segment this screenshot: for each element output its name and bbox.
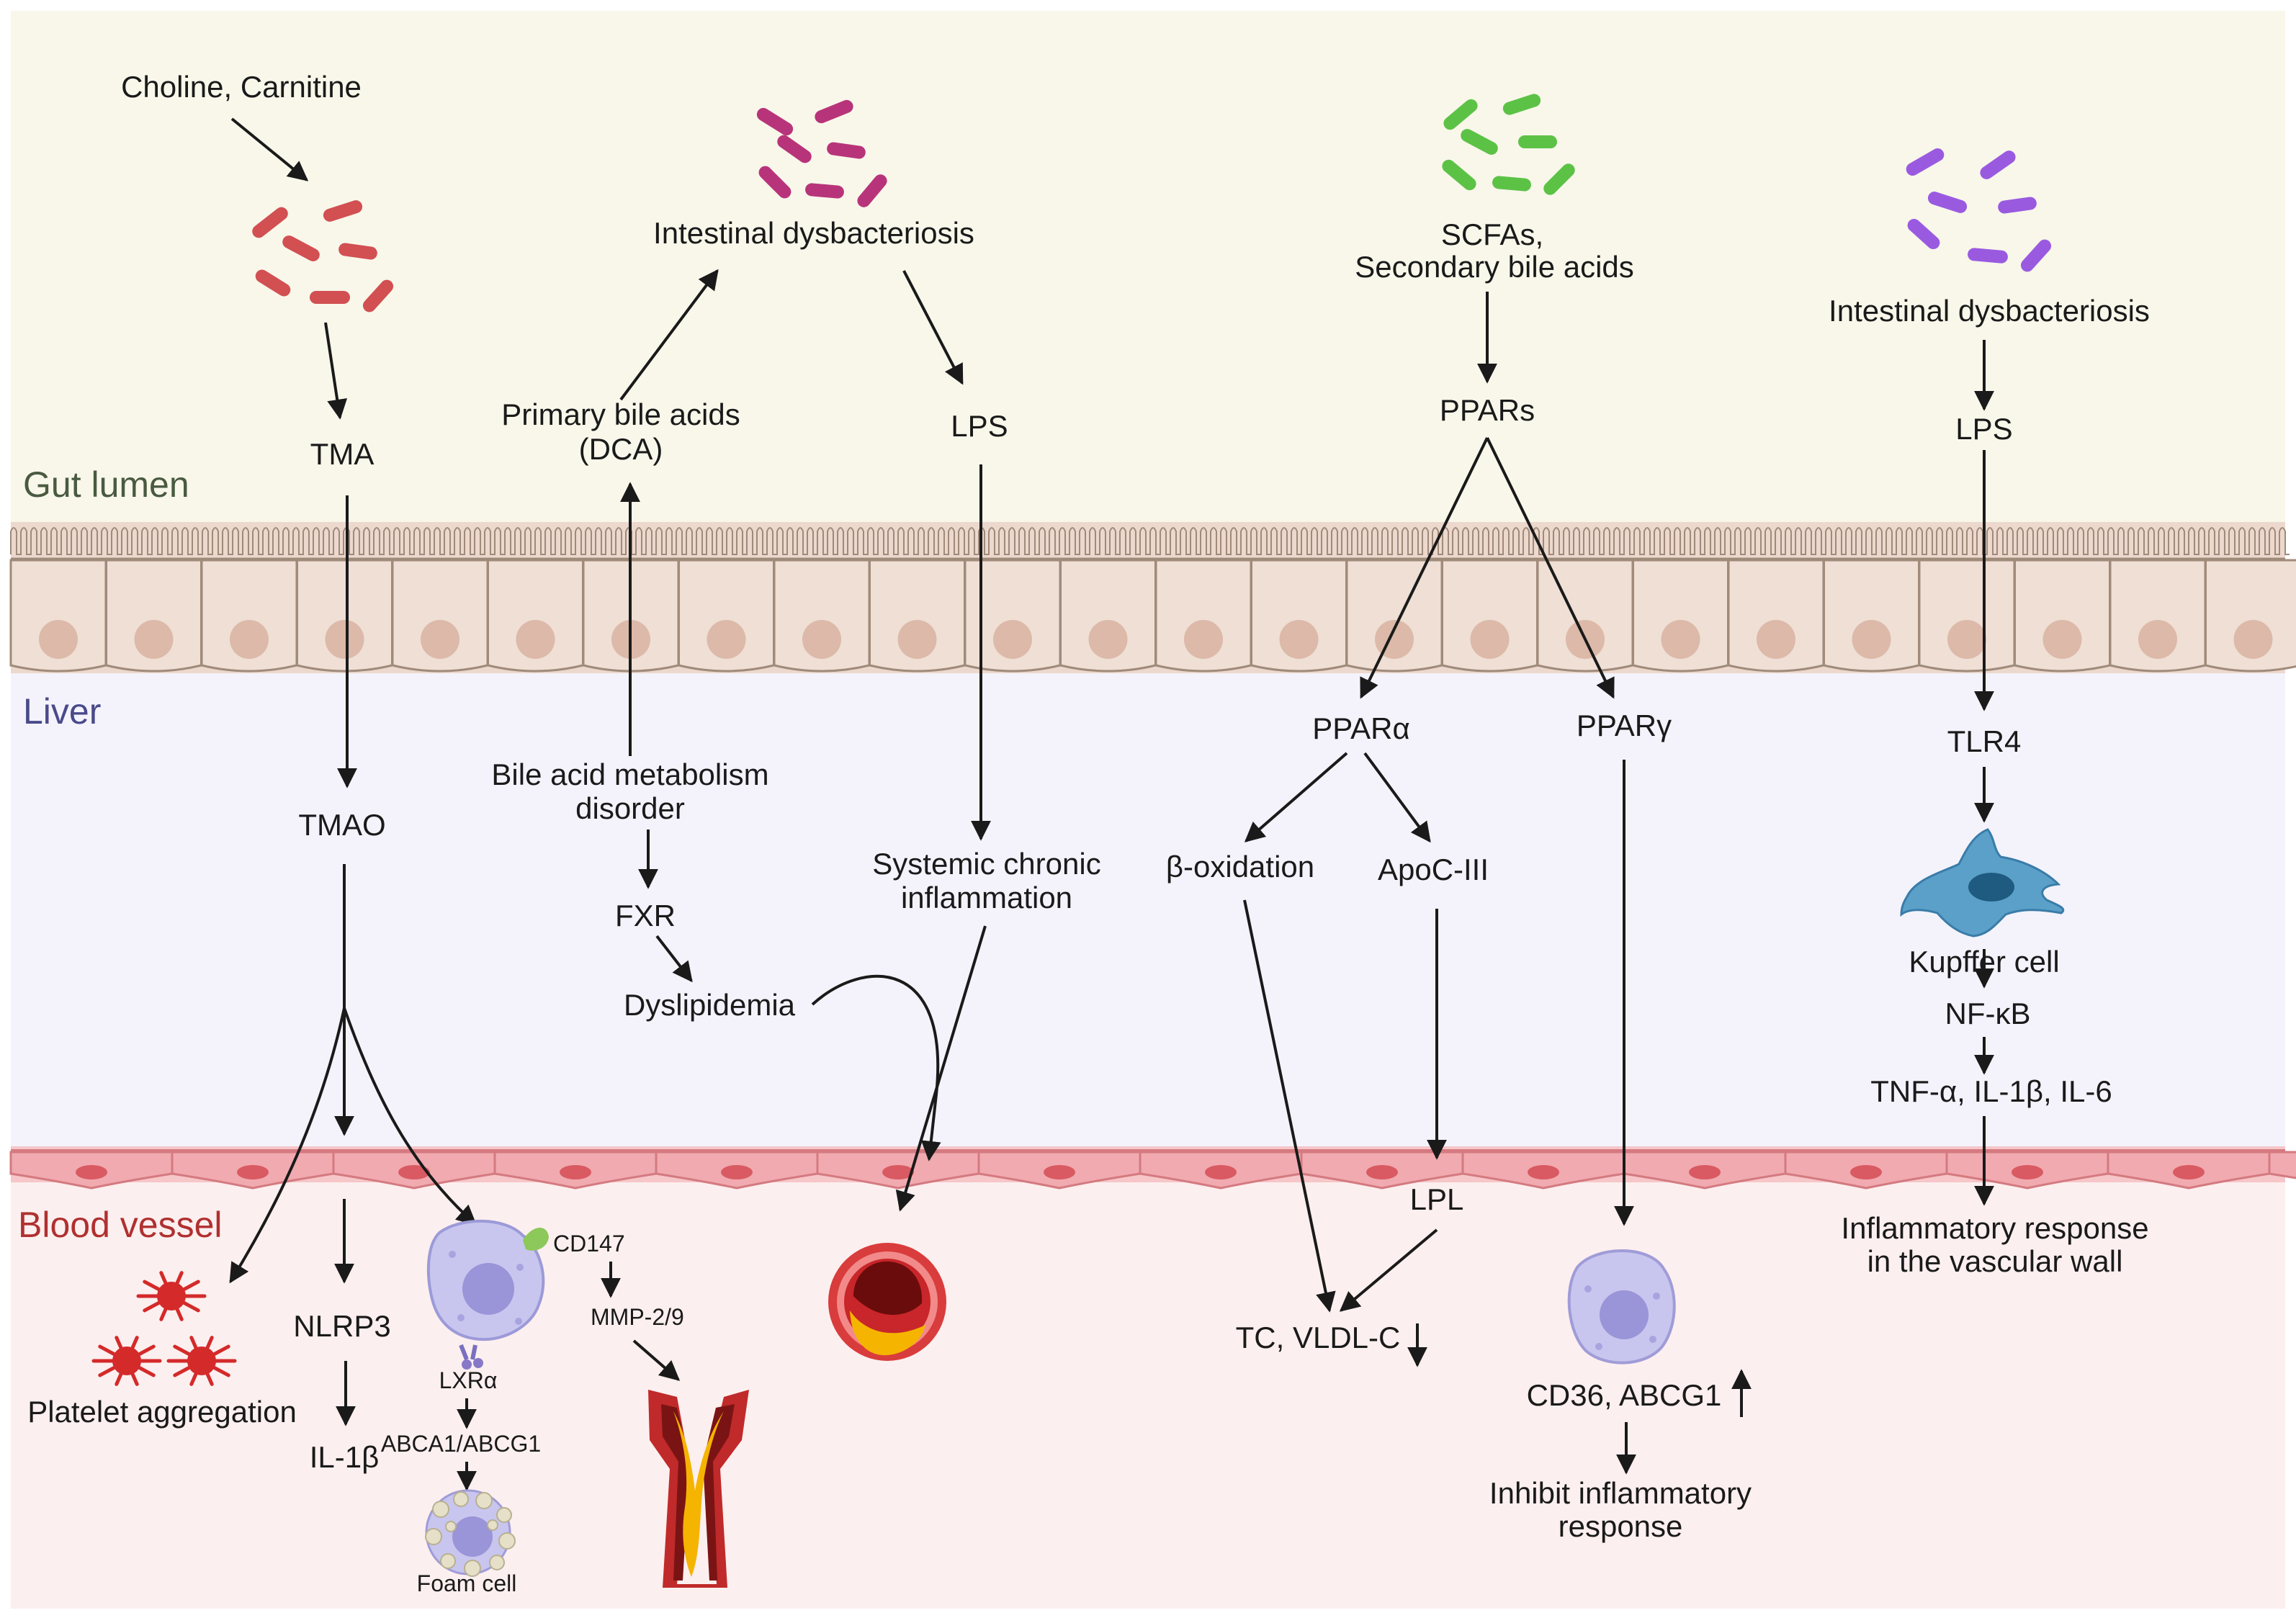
vascular-response-label-2: in the vascular wall bbox=[1867, 1244, 2123, 1278]
macrophage-icon bbox=[1567, 1249, 1676, 1365]
nfkb-label: NF-κB bbox=[1945, 997, 2031, 1030]
bacteria-cluster-icon bbox=[1906, 148, 2052, 272]
pparg-label: PPARγ bbox=[1577, 709, 1672, 742]
arrow-fxr-to-dyslipidemia bbox=[655, 935, 693, 983]
intestinal-epithelium bbox=[9, 522, 2296, 673]
arrow-tmao-to-platelet bbox=[229, 1007, 346, 1284]
gut-lumen-region bbox=[11, 11, 2285, 536]
platelet-icon bbox=[166, 1336, 237, 1386]
inhibit-inflammatory-label: Inhibit inflammatory bbox=[1489, 1476, 1752, 1510]
foam-cell-icon bbox=[425, 1489, 516, 1577]
dca-label: (DCA) bbox=[579, 432, 663, 466]
apoc-label: ApoC-III bbox=[1378, 853, 1489, 886]
arrow-choline-to-bacteria bbox=[230, 117, 309, 181]
scfa-label: SCFAs, bbox=[1441, 217, 1543, 251]
bacteria-cluster-icon bbox=[756, 99, 887, 207]
dysbacteriosis-label-1: Intestinal dysbacteriosis bbox=[653, 216, 974, 250]
platelet-icon bbox=[91, 1271, 237, 1386]
scfa-label-2: Secondary bile acids bbox=[1355, 250, 1634, 284]
il1b-label: IL-1β bbox=[310, 1440, 380, 1474]
arrow-dysbact-to-lps bbox=[902, 270, 964, 385]
boxidation-label: β-oxidation bbox=[1166, 850, 1314, 884]
primary-bile-acids-label: Primary bile acids bbox=[501, 397, 740, 431]
arrow-primary-to-dysbact bbox=[619, 269, 719, 401]
arrow-lpl-to-tc bbox=[1339, 1228, 1438, 1312]
region-label-blood-vessel: Blood vessel bbox=[18, 1205, 223, 1245]
artery-plaque-icon bbox=[648, 1390, 749, 1588]
tma-label: TMA bbox=[310, 437, 375, 471]
mmp-label: MMP-2/9 bbox=[591, 1304, 684, 1330]
ppara-label: PPARα bbox=[1312, 711, 1410, 745]
tmao-label: TMAO bbox=[298, 808, 385, 842]
abca1-label: ABCA1/ABCG1 bbox=[381, 1431, 541, 1457]
macrophage-icon bbox=[426, 1219, 549, 1370]
cd36-abcg1-label: CD36, ABCG1 bbox=[1527, 1378, 1722, 1412]
blood-vessel-region bbox=[11, 1152, 2285, 1609]
bile-disorder-label-2: disorder bbox=[575, 791, 685, 825]
nlrp3-label: NLRP3 bbox=[293, 1309, 390, 1343]
choline-carnitine-label: Choline, Carnitine bbox=[121, 70, 362, 104]
platelet-aggregation-label: Platelet aggregation bbox=[27, 1395, 297, 1429]
dyslipidemia-label: Dyslipidemia bbox=[624, 988, 796, 1022]
ppars-label: PPARs bbox=[1440, 393, 1535, 427]
systemic-inflammation-label: Systemic chronic bbox=[872, 847, 1100, 881]
arrow-ppara-to-boxidation bbox=[1244, 752, 1348, 842]
lxra-label: LXRα bbox=[439, 1367, 498, 1393]
arrow-tmao-to-macrophage bbox=[343, 1007, 477, 1226]
artery-cross-section-icon bbox=[828, 1243, 946, 1361]
bile-disorder-label: Bile acid metabolism bbox=[491, 757, 768, 791]
lps-label-1: LPS bbox=[951, 409, 1008, 443]
bacteria-cluster-icon bbox=[252, 200, 394, 313]
cytokines-label: TNF-α, IL-1β, IL-6 bbox=[1870, 1074, 2112, 1108]
arrow-mmp-to-artery bbox=[632, 1339, 681, 1381]
arrow-ppars-to-pparg bbox=[1486, 437, 1615, 699]
arrow-dyslipidemia-to-artery bbox=[811, 974, 941, 1161]
vascular-endothelium bbox=[9, 1146, 2296, 1190]
dysbacteriosis-label-2: Intestinal dysbacteriosis bbox=[1829, 294, 2150, 328]
bacteria-cluster-icon bbox=[1442, 94, 1575, 195]
lps-label-2: LPS bbox=[1955, 412, 2012, 446]
systemic-inflammation-label-2: inflammation bbox=[901, 881, 1072, 914]
foam-cell-label: Foam cell bbox=[417, 1570, 517, 1596]
vascular-response-label: Inflammatory response bbox=[1841, 1211, 2148, 1245]
arrow-systemic-to-artery bbox=[895, 925, 987, 1212]
fxr-label: FXR bbox=[615, 899, 676, 932]
tlr4-label: TLR4 bbox=[1947, 724, 2022, 758]
platelet-icon bbox=[91, 1336, 162, 1386]
region-label-gut-lumen: Gut lumen bbox=[23, 464, 189, 505]
inhibit-inflammatory-label-2: response bbox=[1559, 1509, 1683, 1543]
arrow-boxidation-to-tc bbox=[1243, 899, 1336, 1313]
platelet-icon bbox=[136, 1271, 207, 1321]
tc-vldl-label: TC, VLDL-C bbox=[1236, 1321, 1401, 1354]
region-label-liver: Liver bbox=[23, 691, 101, 732]
lpl-label: LPL bbox=[1410, 1182, 1464, 1216]
arrow-ppara-to-apoc bbox=[1363, 752, 1431, 843]
cd147-label: CD147 bbox=[553, 1231, 625, 1256]
arrow-ppars-to-ppara bbox=[1360, 437, 1489, 699]
kupffer-cell-icon bbox=[1900, 828, 2065, 938]
arrow-bacteria-to-tma bbox=[324, 322, 348, 420]
